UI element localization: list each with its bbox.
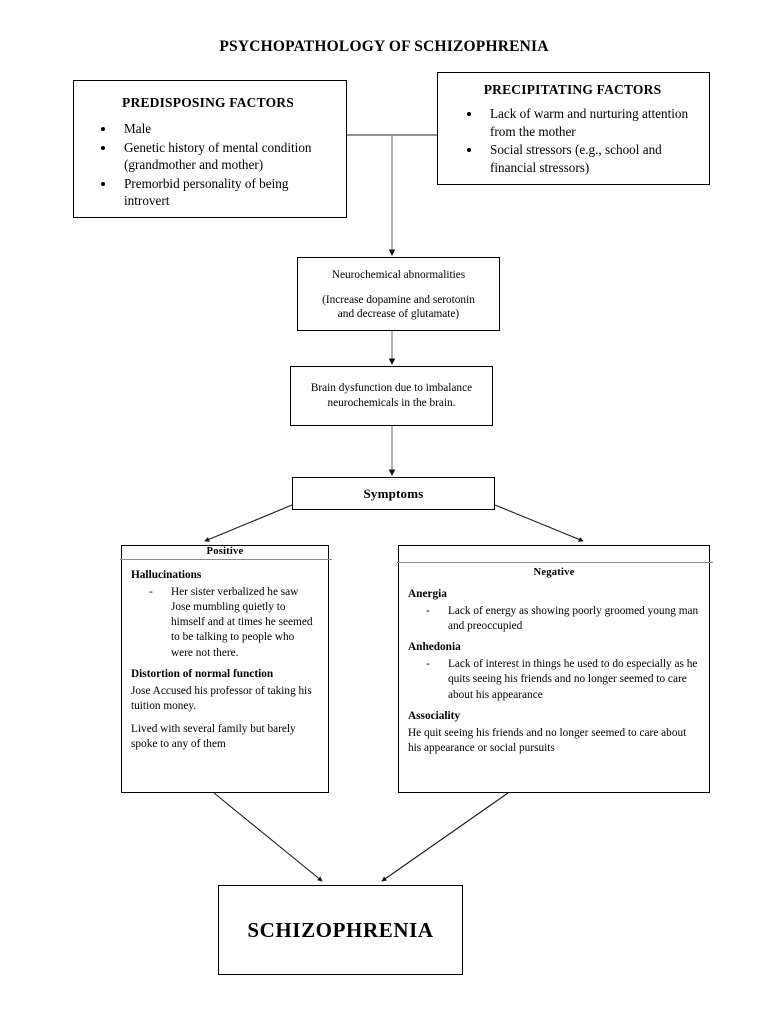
- negative-section-heading: Associality: [408, 709, 461, 722]
- dash-marker: -: [149, 586, 153, 598]
- positive-paragraph: Lived with several family but barely spo…: [131, 722, 296, 750]
- dash-item-text: Lack of interest in things he used to do…: [448, 658, 698, 701]
- node-positive-symptoms: Positive Hallucinations - Her sister ver…: [120, 545, 332, 793]
- positive-panel-title: Positive: [206, 546, 244, 557]
- list-item: Social stressors (e.g., school and finan…: [482, 141, 699, 176]
- dash-list-item: - Her sister verbalized he saw Jose mumb…: [131, 585, 319, 661]
- negative-paragraph: He quit seeing his friends and no longer…: [408, 726, 687, 754]
- dash-item-text: Her sister verbalized he saw Jose mumbli…: [171, 586, 313, 659]
- dash-marker: -: [426, 605, 430, 617]
- page-title: PSYCHOPATHOLOGY OF SCHIZOPHRENIA: [219, 38, 549, 55]
- brain-dysfunction-line-2: neurochemicals in the brain.: [327, 397, 456, 410]
- spacer: [306, 283, 491, 293]
- list-item: Premorbid personality of being introvert: [116, 175, 334, 210]
- negative-panel-title: Negative: [533, 567, 575, 578]
- negative-section-heading: Anhedonia: [408, 641, 461, 654]
- dash-item-text: Lack of energy as showing poorly groomed…: [448, 605, 699, 633]
- positive-section-heading: Distortion of normal function: [131, 667, 274, 680]
- panel-divider: [397, 562, 713, 563]
- dash-marker: -: [426, 658, 430, 671]
- schizophrenia-heading: SCHIZOPHRENIA: [247, 917, 434, 942]
- connector-negative-to-schizophrenia: [381, 792, 509, 882]
- positive-paragraph: Jose Accused his professor of taking his…: [131, 684, 312, 712]
- symptoms-heading: Symptoms: [363, 485, 424, 501]
- list-item: Genetic history of mental condition (gra…: [116, 139, 334, 174]
- precipitating-heading: PRECIPITATING FACTORS: [483, 82, 662, 97]
- negative-panel-body: Anergia - Lack of energy as showing poor…: [399, 579, 709, 756]
- node-brain-dysfunction: Brain dysfunction due to imbalance neuro…: [290, 366, 493, 426]
- connector-positive-to-schizophrenia: [213, 792, 323, 882]
- panel-divider: [120, 559, 332, 560]
- predisposing-bullet-list: Male Genetic history of mental condition…: [82, 120, 334, 210]
- node-precipitating-factors: PRECIPITATING FACTORS Lack of warm and n…: [437, 72, 710, 185]
- node-neurochemical-abnormalities: Neurochemical abnormalities (Increase do…: [297, 257, 500, 331]
- positive-section-heading: Hallucinations: [131, 569, 202, 581]
- brain-dysfunction-line-1: Brain dysfunction due to imbalance: [310, 382, 473, 394]
- neurochemical-line-3: and decrease of glutamate): [337, 308, 460, 321]
- list-item: Lack of warm and nurturing attention fro…: [482, 105, 699, 140]
- neurochemical-line-2: (Increase dopamine and serotonin: [322, 293, 475, 306]
- spacer: [399, 546, 709, 561]
- neurochemical-line-1: Neurochemical abnormalities: [331, 269, 466, 281]
- node-schizophrenia-outcome: SCHIZOPHRENIA: [218, 885, 463, 975]
- list-item: Male: [116, 120, 334, 138]
- node-symptoms: Symptoms: [292, 477, 495, 510]
- connector-symptoms-to-negative: [494, 504, 584, 542]
- node-predisposing-factors: PREDISPOSING FACTORS Male Genetic histor…: [73, 80, 347, 218]
- precipitating-bullet-list: Lack of warm and nurturing attention fro…: [446, 105, 699, 176]
- connector-symptoms-to-positive: [204, 504, 293, 542]
- negative-section-heading: Anergia: [408, 588, 447, 600]
- positive-panel-body: Hallucinations - Her sister verbalized h…: [122, 560, 328, 752]
- dash-list-item: - Lack of energy as showing poorly groom…: [408, 604, 700, 634]
- node-negative-symptoms: Negative Anergia - Lack of energy as sho…: [397, 545, 713, 793]
- predisposing-heading: PREDISPOSING FACTORS: [122, 95, 294, 110]
- dash-list-item: - Lack of interest in things he used to …: [408, 657, 700, 702]
